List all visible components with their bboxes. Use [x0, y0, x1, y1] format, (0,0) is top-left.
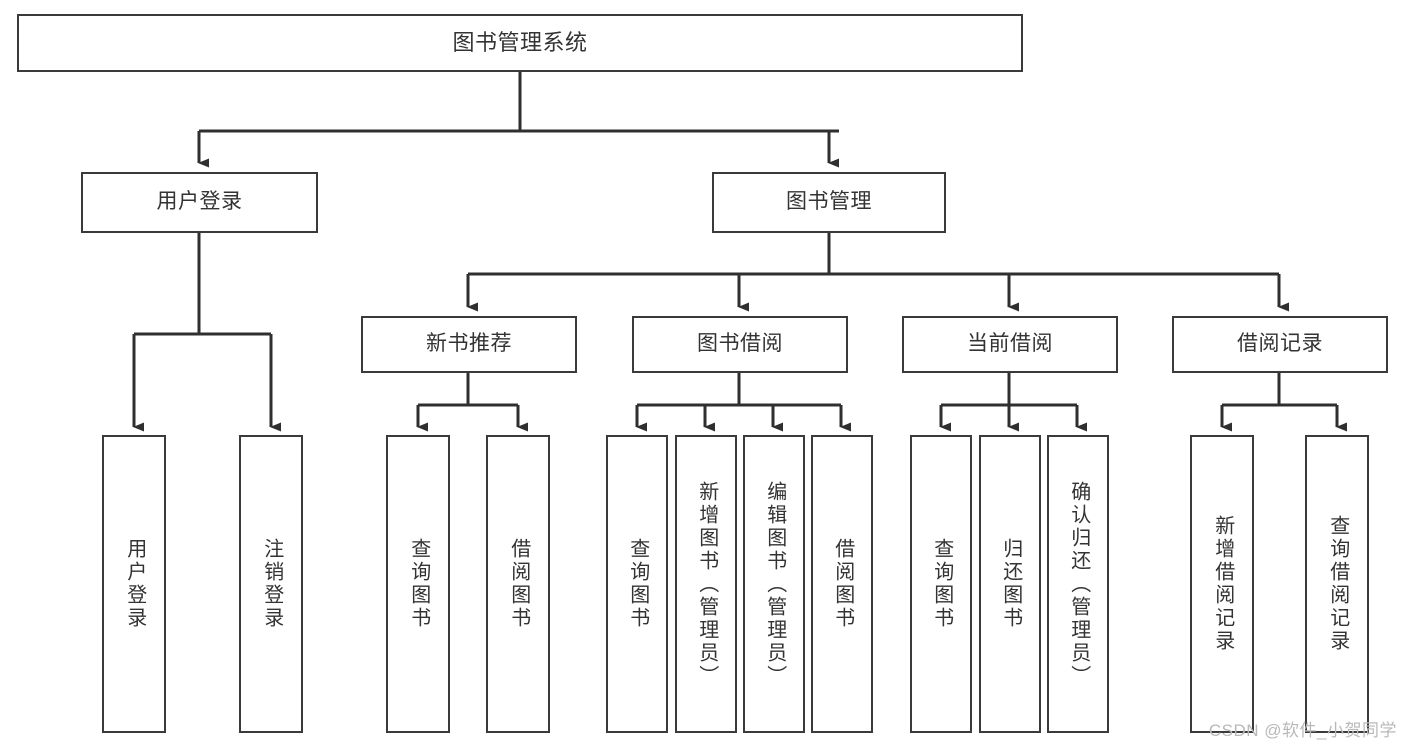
node-leaf-add-book[interactable]: 新增图书（管理员） [675, 435, 737, 733]
node-leaf-query-book-3-label: 查询图书 [930, 538, 953, 630]
node-book-manage[interactable]: 图书管理 [712, 172, 946, 233]
node-leaf-query-book-2-label: 查询图书 [626, 538, 649, 630]
node-book-borrow-label: 图书借阅 [697, 332, 783, 356]
node-leaf-edit-book-label: 编辑图书（管理员） [763, 480, 786, 688]
node-user-login-label: 用户登录 [156, 190, 243, 214]
node-root-label: 图书管理系统 [452, 30, 588, 56]
node-leaf-query-book-1-label: 查询图书 [407, 538, 430, 630]
node-leaf-return-book-label: 归还图书 [999, 538, 1022, 630]
node-new-book-recommend[interactable]: 新书推荐 [361, 316, 577, 373]
node-book-borrow[interactable]: 图书借阅 [632, 316, 848, 373]
node-leaf-borrow-book-2[interactable]: 借阅图书 [811, 435, 873, 733]
node-leaf-user-login-label: 用户登录 [123, 538, 146, 630]
node-leaf-borrow-book-2-label: 借阅图书 [831, 538, 854, 630]
node-leaf-borrow-book-1[interactable]: 借阅图书 [486, 435, 550, 733]
node-new-book-recommend-label: 新书推荐 [426, 332, 512, 356]
node-leaf-return-book[interactable]: 归还图书 [979, 435, 1041, 733]
node-leaf-confirm-return[interactable]: 确认归还（管理员） [1047, 435, 1109, 733]
node-leaf-borrow-book-1-label: 借阅图书 [507, 538, 530, 630]
node-borrow-record[interactable]: 借阅记录 [1172, 316, 1388, 373]
node-user-login[interactable]: 用户登录 [81, 172, 318, 233]
node-leaf-query-book-3[interactable]: 查询图书 [910, 435, 972, 733]
node-leaf-add-book-label: 新增图书（管理员） [695, 480, 718, 688]
node-current-borrow-label: 当前借阅 [967, 332, 1053, 356]
node-leaf-edit-book[interactable]: 编辑图书（管理员） [743, 435, 805, 733]
node-book-manage-label: 图书管理 [786, 190, 872, 214]
node-leaf-query-book-1[interactable]: 查询图书 [386, 435, 450, 733]
node-leaf-user-logout[interactable]: 注销登录 [239, 435, 303, 733]
node-leaf-query-book-2[interactable]: 查询图书 [606, 435, 668, 733]
node-leaf-user-logout-label: 注销登录 [260, 538, 283, 630]
node-leaf-user-login[interactable]: 用户登录 [102, 435, 166, 733]
node-leaf-confirm-return-label: 确认归还（管理员） [1067, 480, 1090, 688]
node-current-borrow[interactable]: 当前借阅 [902, 316, 1118, 373]
node-leaf-add-record-label: 新增借阅记录 [1211, 515, 1234, 653]
node-leaf-add-record[interactable]: 新增借阅记录 [1190, 435, 1254, 733]
csdn-watermark: CSDN @软件_小贺同学 [1208, 721, 1397, 740]
node-leaf-query-record[interactable]: 查询借阅记录 [1305, 435, 1369, 733]
node-root[interactable]: 图书管理系统 [17, 14, 1023, 72]
node-borrow-record-label: 借阅记录 [1237, 332, 1323, 356]
node-leaf-query-record-label: 查询借阅记录 [1326, 515, 1349, 653]
